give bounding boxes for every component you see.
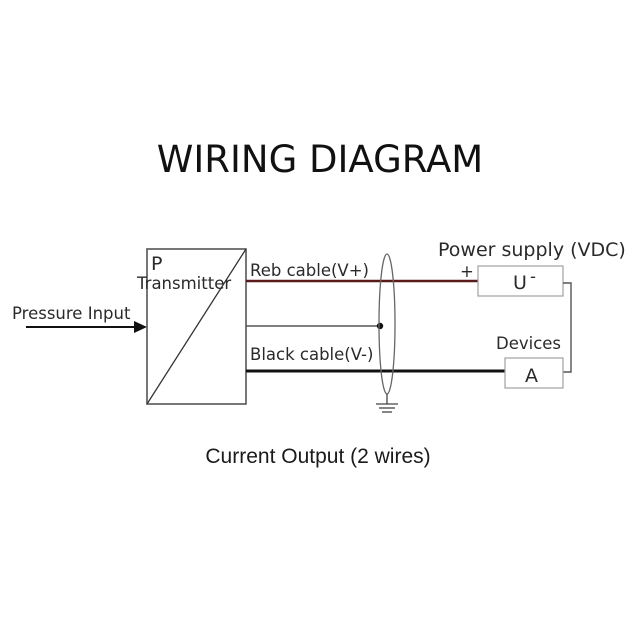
shield-junction-dot	[376, 322, 384, 330]
transmitter-block: P Transmitter	[136, 248, 247, 405]
devices-label: Devices	[496, 334, 561, 353]
devices-box-text: A	[525, 365, 538, 387]
pressure-input-label: Pressure Input	[12, 304, 131, 323]
return-wire	[563, 282, 572, 373]
power-supply-box	[477, 265, 564, 297]
diagram-title: WIRING DIAGRAM	[157, 138, 483, 181]
devices-box	[504, 357, 564, 389]
ground-icon	[376, 394, 398, 413]
power-supply-label: Power supply (VDC)	[438, 239, 626, 261]
negative-wire-label: Black cable(V-)	[250, 345, 373, 364]
transmitter-label: Transmitter	[136, 274, 231, 293]
transmitter-symbol: P	[151, 253, 162, 275]
transmitter-diagonal	[146, 248, 247, 405]
power-supply-plus-sign: +	[460, 262, 474, 281]
arrow-head-icon	[134, 321, 147, 333]
positive-wire-label: Reb cable(V+)	[250, 261, 369, 280]
power-supply-box-text: U	[513, 272, 527, 294]
power-supply-minus-sign: -	[530, 267, 536, 286]
diagram-caption: Current Output (2 wires)	[205, 445, 430, 468]
